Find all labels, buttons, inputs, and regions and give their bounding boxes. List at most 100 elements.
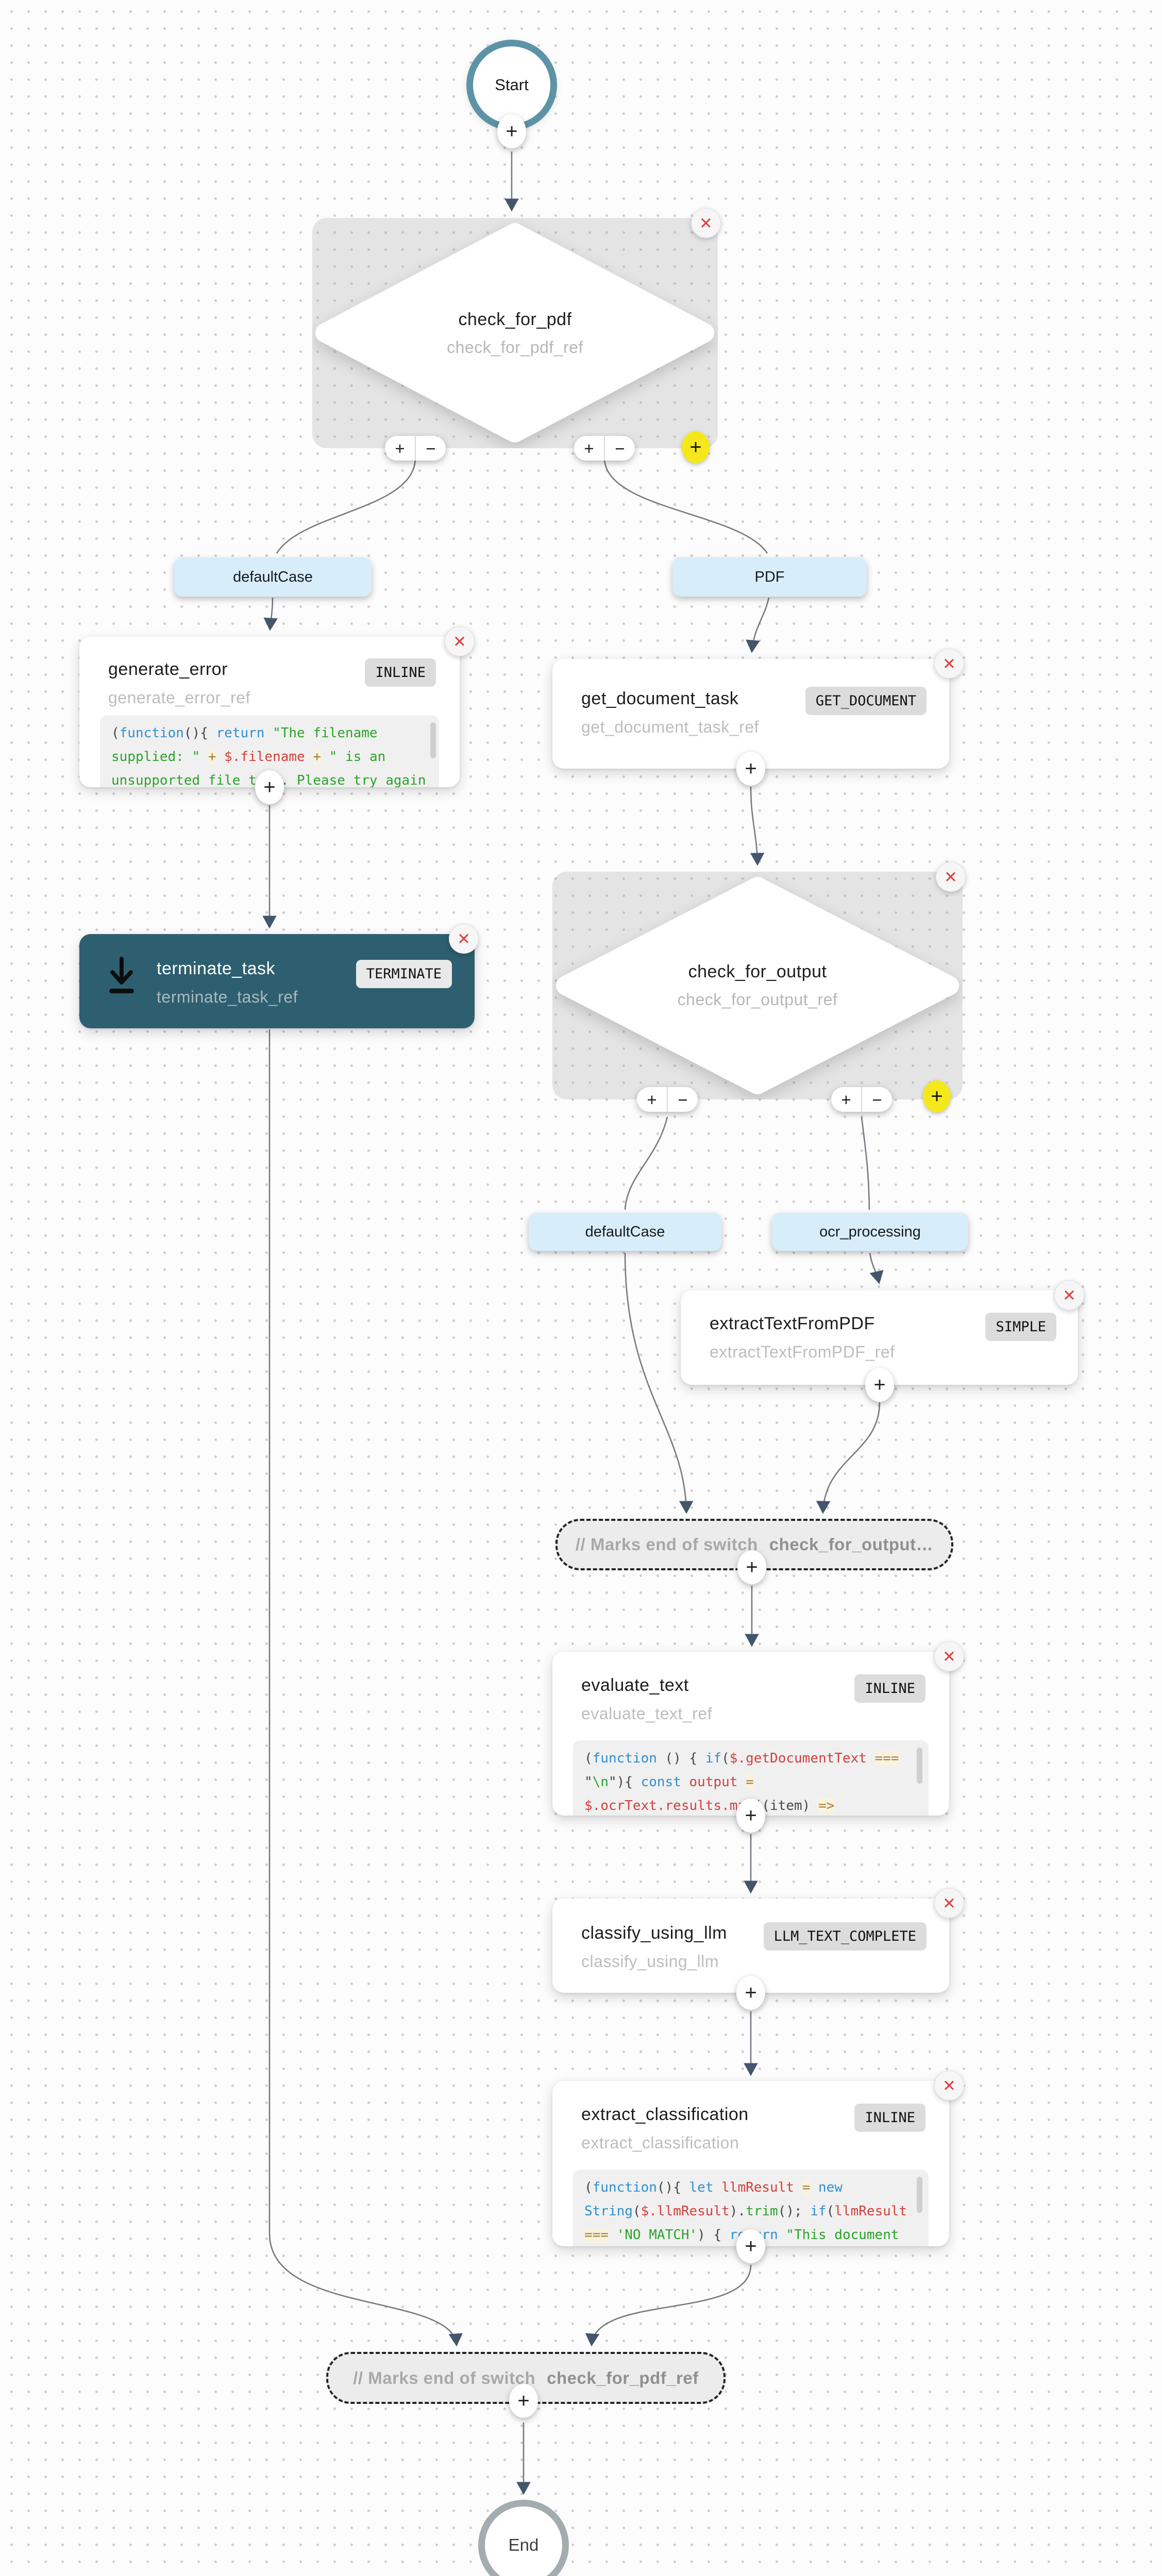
marker-comment: // Marks end of switch	[353, 2368, 536, 2387]
task-card-classify-using-llm[interactable]: classify_using_llm classify_using_llm LL…	[552, 1899, 949, 1993]
branch-label-text: defaultCase	[585, 1223, 665, 1240]
add-task-button[interactable]: +	[737, 1550, 766, 1584]
close-icon: ✕	[942, 1894, 956, 1912]
add-case-button[interactable]: +	[923, 1080, 951, 1112]
task-type-badge: INLINE	[854, 2104, 925, 2132]
plus-icon: +	[506, 120, 518, 143]
task-card-terminate-task[interactable]: terminate_task terminate_task_ref TERMIN…	[79, 934, 475, 1028]
switch-title: check_for_output	[688, 962, 827, 981]
delete-node-button[interactable]: ✕	[934, 1888, 964, 1918]
decision-diamond	[556, 877, 959, 1094]
edge-check-for-output-to-ocr	[861, 1116, 870, 1210]
task-title: extractTextFromPDF	[710, 1314, 875, 1333]
edge-defaultcase2-to-end-switch-output	[624, 1252, 694, 1514]
close-icon: ✕	[942, 2076, 956, 2095]
task-title: generate_error	[108, 659, 228, 679]
add-task-button[interactable]: +	[255, 770, 284, 804]
edge-defaultcase-to-generate-error	[263, 597, 278, 631]
delete-node-button[interactable]: ✕	[934, 649, 964, 679]
add-branch-button[interactable]: +	[584, 438, 594, 458]
remove-branch-button[interactable]: −	[678, 1090, 688, 1109]
plus-icon: +	[745, 2235, 757, 2258]
marker-comment: // Marks end of switch	[575, 1535, 758, 1554]
end-node[interactable]: End	[478, 2500, 569, 2576]
add-branch-button[interactable]: +	[647, 1090, 657, 1109]
branch-label-defaultcase-1[interactable]: defaultCase	[174, 557, 372, 597]
switch-node-check-for-pdf[interactable]: check_for_pdf check_for_pdf_ref ✕ + − + …	[312, 208, 721, 463]
close-icon: ✕	[453, 632, 466, 651]
add-task-button[interactable]: +	[865, 1368, 894, 1402]
delete-node-button[interactable]: ✕	[449, 924, 479, 954]
add-task-button[interactable]: +	[736, 2229, 765, 2263]
add-task-button[interactable]: +	[509, 2384, 538, 2418]
task-ref: extractTextFromPDF_ref	[710, 1343, 895, 1361]
branch-label-text: PDF	[754, 568, 785, 585]
task-title: terminate_task	[157, 959, 275, 978]
plus-icon: +	[745, 1804, 757, 1827]
add-case-button[interactable]: +	[682, 431, 710, 463]
task-card-generate-error[interactable]: generate_error generate_error_ref INLINE…	[79, 637, 460, 787]
switch-node-check-for-output[interactable]: check_for_output check_for_output_ref ✕ …	[552, 862, 966, 1112]
delete-node-button[interactable]: ✕	[934, 1641, 964, 1671]
terminate-download-icon	[109, 957, 134, 993]
task-card-extract-text-from-pdf[interactable]: extractTextFromPDF extractTextFromPDF_re…	[681, 1290, 1078, 1385]
add-task-button[interactable]: +	[736, 1976, 765, 2010]
branch-label-pdf[interactable]: PDF	[672, 557, 867, 597]
code-scrollbar[interactable]	[917, 2177, 922, 2213]
divider	[604, 436, 605, 461]
remove-branch-button[interactable]: −	[615, 438, 625, 458]
remove-branch-button[interactable]: −	[872, 1090, 882, 1109]
edge-check-for-output-to-defaultcase	[624, 1116, 668, 1210]
marker-ref: check_for_pdf_ref	[547, 2368, 699, 2387]
delete-node-button[interactable]: ✕	[1054, 1280, 1084, 1310]
edge-check-for-pdf-to-pdf	[603, 459, 768, 554]
delete-node-button[interactable]: ✕	[691, 208, 721, 238]
divider	[415, 436, 416, 461]
delete-node-button[interactable]: ✕	[445, 626, 475, 656]
branch-label-text: ocr_processing	[819, 1223, 921, 1240]
delete-node-button[interactable]: ✕	[934, 2071, 964, 2100]
branch-label-ocr-processing[interactable]: ocr_processing	[772, 1213, 968, 1251]
task-type-badge: LLM_TEXT_COMPLETE	[763, 1922, 927, 1951]
close-icon: ✕	[944, 868, 957, 886]
branch-add-remove-control[interactable]: + −	[385, 436, 446, 461]
task-type-badge: TERMINATE	[356, 960, 452, 988]
plus-icon: +	[517, 2389, 530, 2412]
plus-icon: +	[263, 776, 276, 799]
task-title: classify_using_llm	[581, 1923, 727, 1943]
add-task-button[interactable]: +	[736, 752, 765, 786]
task-ref: terminate_task_ref	[157, 988, 298, 1006]
add-branch-button[interactable]: +	[841, 1090, 851, 1109]
task-ref: evaluate_text_ref	[581, 1704, 712, 1723]
plus-icon: +	[746, 1556, 758, 1579]
switch-title: check_for_pdf	[458, 309, 572, 329]
task-title: evaluate_text	[581, 1675, 689, 1695]
add-task-after-start-button[interactable]: +	[497, 114, 526, 148]
plus-icon: +	[873, 1374, 886, 1396]
task-card-evaluate-text[interactable]: evaluate_text evaluate_text_ref INLINE (…	[552, 1652, 949, 1816]
remove-branch-button[interactable]: −	[426, 438, 436, 458]
code-scrollbar[interactable]	[430, 722, 436, 758]
task-ref: get_document_task_ref	[581, 718, 759, 736]
edge-ocr-to-extract-text	[869, 1252, 884, 1284]
delete-node-button[interactable]: ✕	[936, 862, 966, 892]
task-ref: extract_classification	[581, 2133, 739, 2152]
add-branch-button[interactable]: +	[395, 438, 405, 458]
task-ref: classify_using_llm	[581, 1952, 719, 1971]
end-switch-marker-check-for-output[interactable]: // Marks end of switch check_for_output…	[555, 1519, 953, 1570]
task-type-badge: INLINE	[854, 1674, 925, 1703]
code-scrollbar[interactable]	[917, 1748, 922, 1784]
decision-diamond	[315, 223, 714, 443]
divider	[667, 1087, 668, 1112]
branch-add-remove-control[interactable]: + −	[574, 436, 635, 461]
edge-extract-text-to-end-switch-output	[816, 1402, 881, 1514]
close-icon: ✕	[1063, 1286, 1076, 1304]
task-card-extract-classification[interactable]: extract_classification extract_classific…	[552, 2081, 949, 2246]
task-card-get-document-task[interactable]: get_document_task get_document_task_ref …	[552, 659, 949, 769]
branch-add-remove-control[interactable]: + −	[637, 1087, 698, 1112]
branch-label-defaultcase-2[interactable]: defaultCase	[529, 1213, 721, 1251]
add-task-button[interactable]: +	[736, 1799, 765, 1833]
switch-ref: check_for_pdf_ref	[447, 337, 583, 357]
branch-add-remove-control[interactable]: + −	[831, 1087, 892, 1112]
